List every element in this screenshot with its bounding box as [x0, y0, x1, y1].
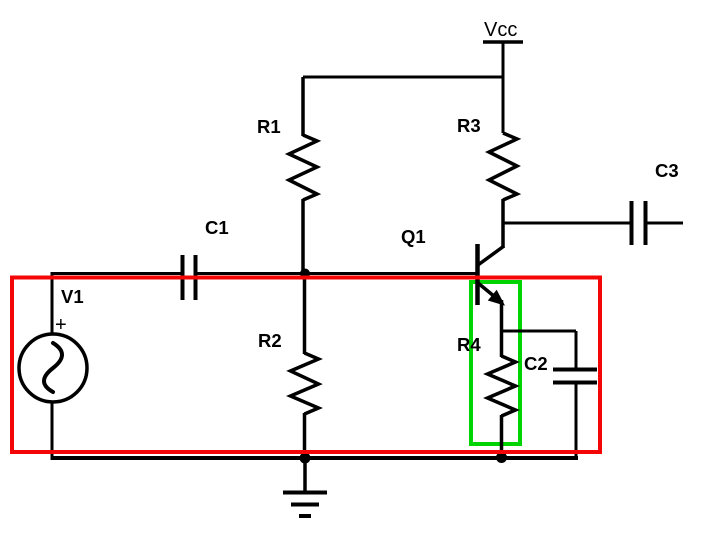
label-c2: C2	[524, 353, 548, 374]
label-r3: R3	[457, 115, 481, 136]
resistor-R2	[286, 272, 323, 460]
junction-dots	[299, 268, 507, 464]
resistor-R3	[484, 131, 522, 248]
label-c3: C3	[655, 160, 679, 181]
label-q1: Q1	[401, 226, 426, 247]
capacitor-C2	[553, 367, 597, 385]
emitter-arrow-icon	[487, 289, 505, 306]
label-c1: C1	[205, 217, 229, 238]
label-r1: R1	[257, 116, 281, 137]
resistor-R1	[284, 77, 322, 276]
label-v1: V1	[61, 286, 84, 307]
circuit-wires	[17, 40, 683, 518]
vcc-rail	[483, 40, 523, 133]
label-vcc: Vcc	[484, 19, 517, 41]
label-r2: R2	[258, 330, 282, 351]
label-v1-polarity: +	[55, 314, 67, 336]
green-highlight-box	[469, 280, 522, 446]
capacitor-C3	[629, 201, 648, 245]
resistor-R4	[483, 300, 520, 460]
red-highlight-box	[10, 275, 602, 454]
transistor-Q1	[475, 244, 506, 306]
capacitor-C2-branch	[501, 329, 597, 460]
ground-symbol	[283, 458, 327, 518]
sine-wave-icon	[42, 341, 64, 394]
label-r4: R4	[457, 334, 481, 355]
